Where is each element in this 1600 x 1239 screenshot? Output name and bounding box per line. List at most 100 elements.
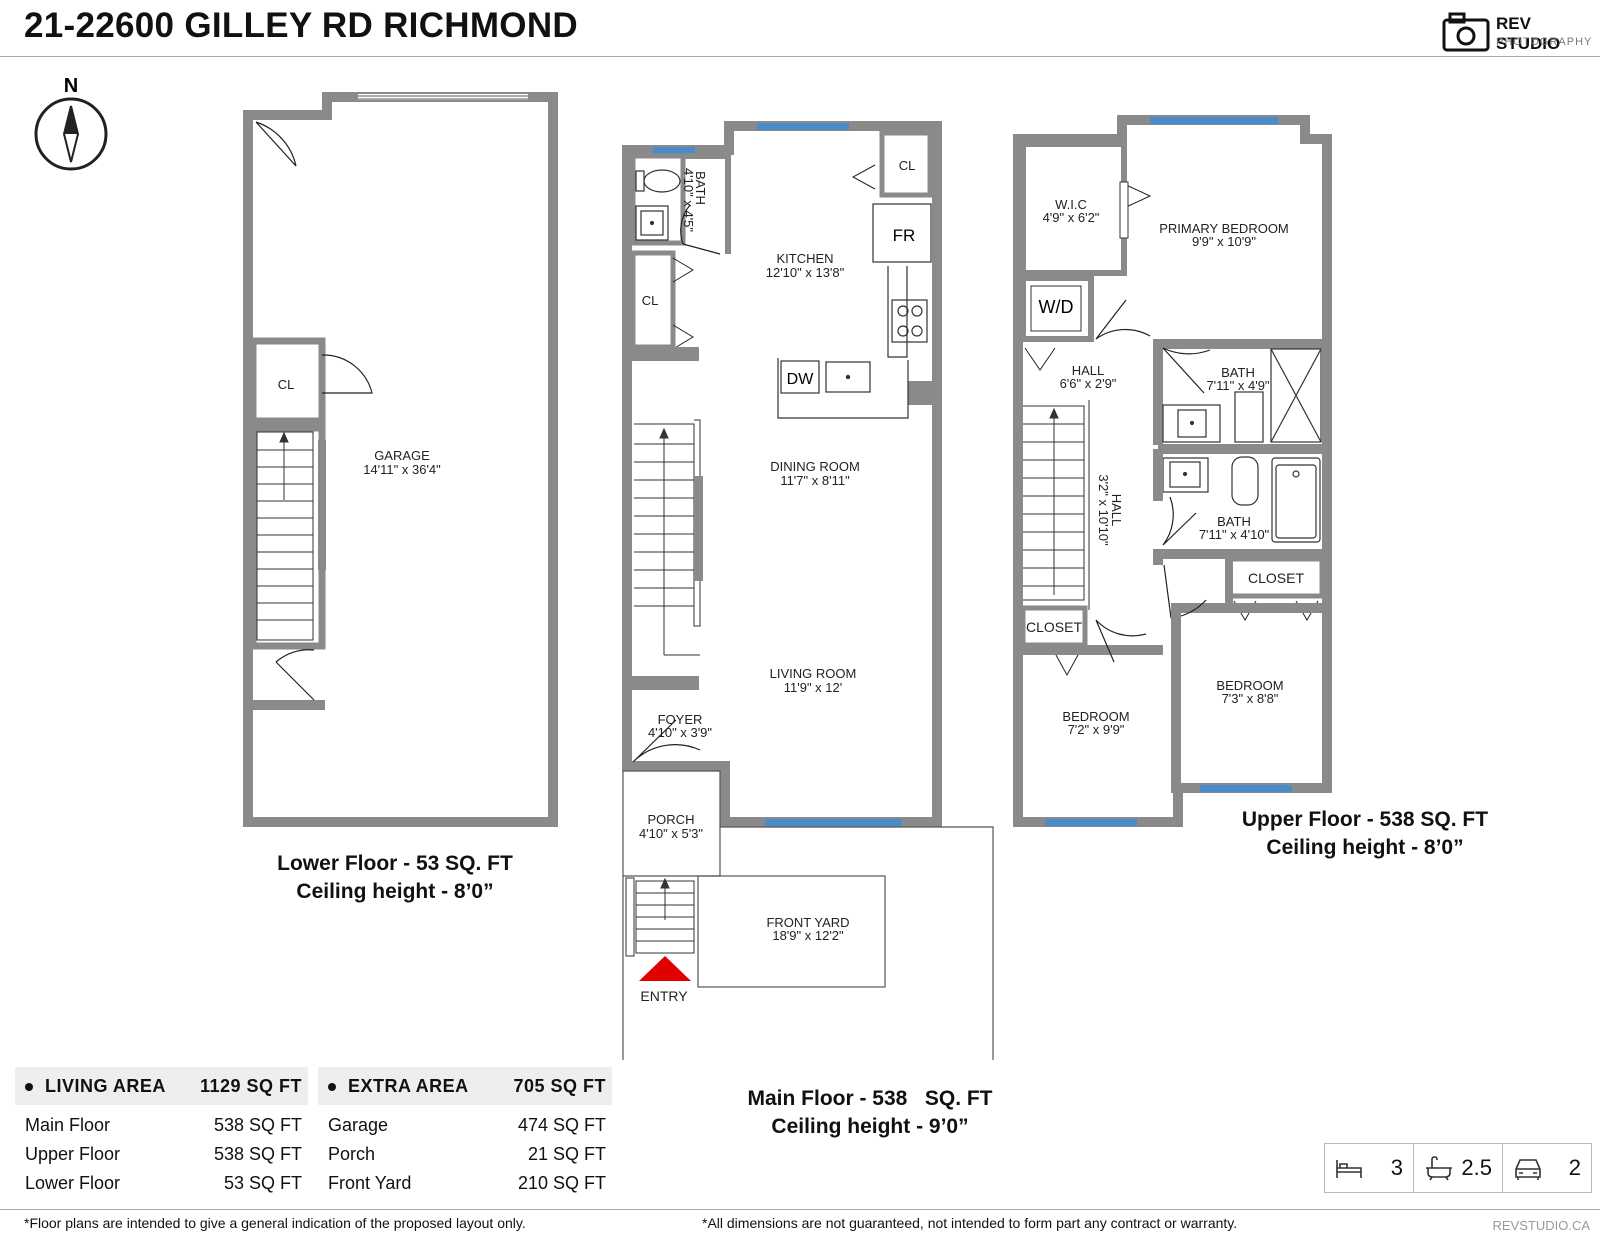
room-dim-dining: 11'7" x 8'11" (780, 473, 850, 488)
logo-title: REV STUDIO (1496, 14, 1561, 53)
kitchen-island (777, 358, 909, 419)
floor-plan-diagram: N CL GARAGE 14'11" x 36'4" (34, 75, 1332, 1060)
beds-stat: 3 (1325, 1144, 1413, 1192)
baths-stat: 2.5 (1414, 1144, 1502, 1192)
fridge (872, 203, 932, 263)
lower-floor-caption: Lower Floor - 53 SQ. FT Ceiling height -… (240, 850, 550, 906)
header-divider (0, 56, 1600, 57)
logo-subtitle: PHOTOGRAPHY (1496, 36, 1593, 48)
room-dim-hall-1: 6'6" x 2'9" (1060, 376, 1117, 391)
room-label-garage: GARAGE (374, 448, 430, 463)
main-windows (653, 123, 902, 826)
main-floor-walls (622, 121, 942, 827)
extra-area-total: 705 SQ FT (513, 1075, 606, 1096)
laundry-closet (1020, 275, 1094, 342)
room-label-lower-cl: CL (278, 377, 295, 392)
room-label-closet-1: CLOSET (1248, 570, 1304, 586)
upper-bath-1-fixtures (1162, 348, 1322, 443)
room-label-wic: W.I.C (1055, 197, 1087, 212)
front-yard-patio (697, 875, 886, 988)
room-label-dining: DINING ROOM (770, 459, 860, 474)
entry-marker (639, 956, 691, 981)
lower-closet (249, 337, 326, 425)
room-label-kitchen-cl: CL (899, 158, 916, 173)
room-dim-wic: 4'9" x 6'2" (1043, 210, 1100, 225)
room-dim-hall-2: 3'2" x 10'10" (1096, 474, 1111, 546)
upper-floor-title: Upper Floor - 538 SQ. FT (1241, 808, 1489, 831)
room-dim-living: 11'9" x 12' (784, 680, 843, 695)
brand-logo: REV STUDIO PHOTOGRAPHY (1442, 10, 1593, 53)
upper-floor-caption: Upper Floor - 538 SQ. FT Ceiling height … (1200, 806, 1530, 862)
bathtub-icon (1426, 1156, 1452, 1181)
sink-icon (635, 205, 669, 241)
lower-floor-title: Lower Floor - 53 SQ. FT (277, 852, 513, 875)
compass-north-label: N (64, 75, 78, 97)
footer-divider (0, 1209, 1600, 1210)
extra-area-title: EXTRA AREA (348, 1075, 469, 1096)
entry-steps (625, 877, 695, 957)
main-floor-title: Main Floor - 538 SQ. FT (747, 1087, 993, 1110)
room-label-closet-2: CLOSET (1026, 619, 1082, 635)
room-dim-kitchen: 12'10" x 13'8" (766, 265, 845, 280)
main-floor-ceiling: Ceiling height - 9’0” (771, 1115, 969, 1138)
upper-bath-2-fixtures (1162, 456, 1321, 543)
camera-icon (1442, 12, 1490, 52)
lower-stairs-wall (249, 424, 326, 650)
living-area-title: LIVING AREA (45, 1075, 166, 1096)
main-bath-wall (630, 153, 686, 246)
bullet-icon (25, 1082, 33, 1091)
lower-stairs (256, 431, 314, 641)
kitchen-closet (879, 130, 933, 198)
stove-icon (891, 299, 928, 343)
lower-floor-ceiling: Ceiling height - 8’0” (296, 880, 494, 903)
disclaimer-left: *Floor plans are intended to give a gene… (24, 1215, 526, 1231)
main-floor-caption: Main Floor - 538 SQ. FT Ceiling height -… (700, 1085, 1040, 1141)
kitchen-counter (887, 266, 908, 358)
room-dim-garage: 14'11" x 36'4" (363, 462, 441, 477)
room-dim-bath-up-2: 7'11" x 4'10" (1199, 527, 1270, 542)
main-stairs (634, 419, 701, 656)
disclaimer-right: *All dimensions are not guaranteed, not … (702, 1215, 1238, 1231)
outdoor-area-outline (622, 770, 994, 1060)
website-link[interactable]: REVSTUDIO.CA (1492, 1218, 1590, 1233)
room-dim-foyer: 4'10" x 3'9" (648, 725, 712, 740)
compass: N (34, 75, 108, 171)
room-label-foyer: FOYER (658, 712, 703, 727)
bed-icon (1336, 1160, 1362, 1178)
baths-count: 2.5 (1461, 1155, 1492, 1180)
upper-floor-ceiling: Ceiling height - 8’0” (1266, 836, 1464, 859)
page-title: 21-22600 GILLEY RD RICHMOND (24, 6, 578, 45)
room-label-living: LIVING ROOM (770, 666, 857, 681)
room-label-bath-up-2: BATH (1217, 514, 1251, 529)
label-dishwasher: DW (787, 371, 815, 388)
room-dim-bath-main: 4'10" x 4'5" (681, 168, 696, 232)
kitchen-sink-icon (825, 361, 871, 393)
room-label-bath-up-1: BATH (1221, 365, 1255, 380)
main-floor-plan: BATH 4'10" x 4'5" CL CL FR DW KITCHEN 12… (622, 121, 994, 1060)
room-label-bedroom-1: BEDROOM (1062, 709, 1129, 724)
room-label-porch: PORCH (648, 812, 695, 827)
car-icon (1515, 1159, 1541, 1180)
room-label-bedroom-2: BEDROOM (1216, 678, 1283, 693)
dishwasher (780, 360, 820, 394)
upper-floor-plan: W.I.C 4'9" x 6'2" PRIMARY BEDROOM 9'9" x… (1013, 115, 1332, 827)
parking-count: 2 (1568, 1155, 1581, 1180)
living-area-header: LIVING AREA 1129 SQ FT (15, 1067, 308, 1105)
garage-door-swing (255, 121, 297, 167)
room-dim-bath-up-1: 7'11" x 4'9" (1206, 378, 1269, 393)
room-label-main-cl: CL (642, 293, 659, 308)
room-dim-front-yard: 18'9" x 12'2" (772, 928, 844, 943)
room-label-hall-2: HALL (1109, 494, 1124, 527)
room-label-primary-bedroom: PRIMARY BEDROOM (1159, 221, 1289, 236)
room-label-bath-main: BATH (693, 171, 708, 205)
room-dim-bedroom-2: 7'3" x 8'8" (1222, 691, 1279, 706)
label-entry: ENTRY (640, 988, 688, 1004)
property-stats: 3 2.5 2 (1324, 1143, 1592, 1193)
room-label-hall-1: HALL (1072, 363, 1105, 378)
parking-stat: 2 (1503, 1144, 1591, 1192)
